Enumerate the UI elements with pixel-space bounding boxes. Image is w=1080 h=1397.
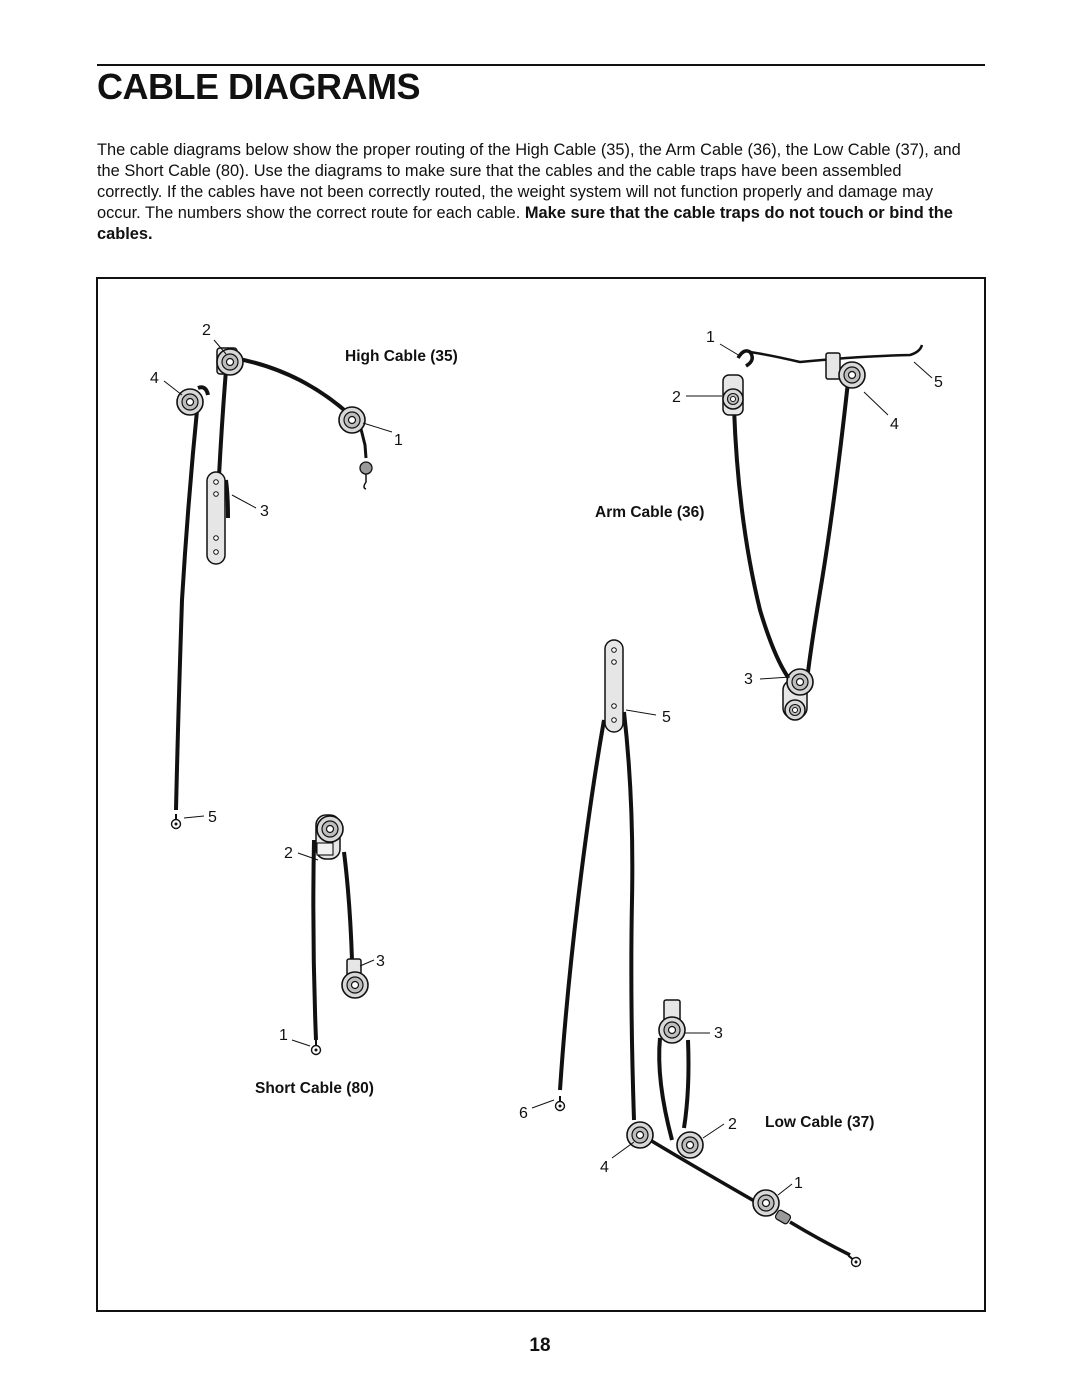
low-cable-callout-4: 4	[600, 1159, 609, 1176]
short-cable-callout-3: 3	[376, 953, 385, 970]
bracket-icon	[604, 639, 624, 733]
high-cable-callout-5: 5	[208, 809, 217, 826]
high-cable-callout-4: 4	[150, 370, 159, 387]
pulley-icon	[825, 352, 866, 389]
high-cable-callout-3: 3	[260, 503, 269, 520]
pulley-icon	[216, 347, 244, 376]
snap-hook-icon	[363, 474, 367, 490]
intro-paragraph: The cable diagrams below show the proper…	[97, 140, 967, 245]
intro-warning: Make sure that the cable traps do not to…	[97, 204, 953, 243]
short-cable-callout-1: 1	[279, 1027, 288, 1044]
intro-text: The cable diagrams below show the proper…	[97, 141, 961, 222]
low-cable-caption: Low Cable (37)	[765, 1114, 874, 1131]
cable-ball-stop	[359, 461, 373, 475]
short-cable-diagram: 2 3 1 Short Cable (80)	[255, 814, 385, 1097]
arm-cable-diagram: 1 2 5 4 3 Arm Cable (36)	[595, 329, 943, 721]
cable-ball-stop	[774, 1209, 792, 1225]
page-title: CABLE DIAGRAMS	[97, 66, 421, 107]
high-cable-callout-2: 2	[202, 322, 211, 339]
short-cable-caption: Short Cable (80)	[255, 1080, 374, 1097]
high-cable-caption: High Cable (35)	[345, 348, 458, 365]
pulley-icon	[176, 388, 204, 416]
page-number: 18	[529, 1335, 551, 1356]
pulley-icon	[338, 406, 366, 434]
pulley-icon	[341, 958, 369, 999]
pulley-icon	[722, 374, 744, 416]
pulley-icon	[782, 668, 814, 721]
pulley-icon	[315, 814, 344, 860]
cable-end-loop-icon	[554, 1095, 566, 1112]
cable-end-loop-icon	[170, 813, 182, 830]
low-cable-callout-1: 1	[794, 1175, 803, 1192]
arm-cable-callout-2: 2	[672, 389, 681, 406]
diagram-frame	[96, 277, 986, 1312]
low-cable-callout-3: 3	[714, 1025, 723, 1042]
low-cable-callout-5: 5	[662, 709, 671, 726]
short-cable-callout-2: 2	[284, 845, 293, 862]
arm-cable-callout-3: 3	[744, 671, 753, 688]
low-cable-callout-6: 6	[519, 1105, 528, 1122]
arm-cable-caption: Arm Cable (36)	[595, 504, 704, 521]
arm-cable-callout-4: 4	[890, 416, 899, 433]
arm-cable-callout-1: 1	[706, 329, 715, 346]
cable-end-loop-icon	[310, 1039, 322, 1056]
pulley-icon	[658, 999, 686, 1044]
pulley-icon	[752, 1189, 780, 1217]
arm-cable-callout-5: 5	[934, 374, 943, 391]
high-cable-diagram: 2 4 1 3 5 High Cable (35)	[150, 322, 458, 830]
low-cable-diagram: 5 3 6 2 4 1 Low Cable (37)	[519, 639, 874, 1270]
low-cable-callout-2: 2	[728, 1116, 737, 1133]
pulley-icon	[676, 1131, 704, 1159]
title-rule	[97, 64, 985, 66]
high-cable-callout-1: 1	[394, 432, 403, 449]
bracket-icon	[206, 471, 226, 565]
